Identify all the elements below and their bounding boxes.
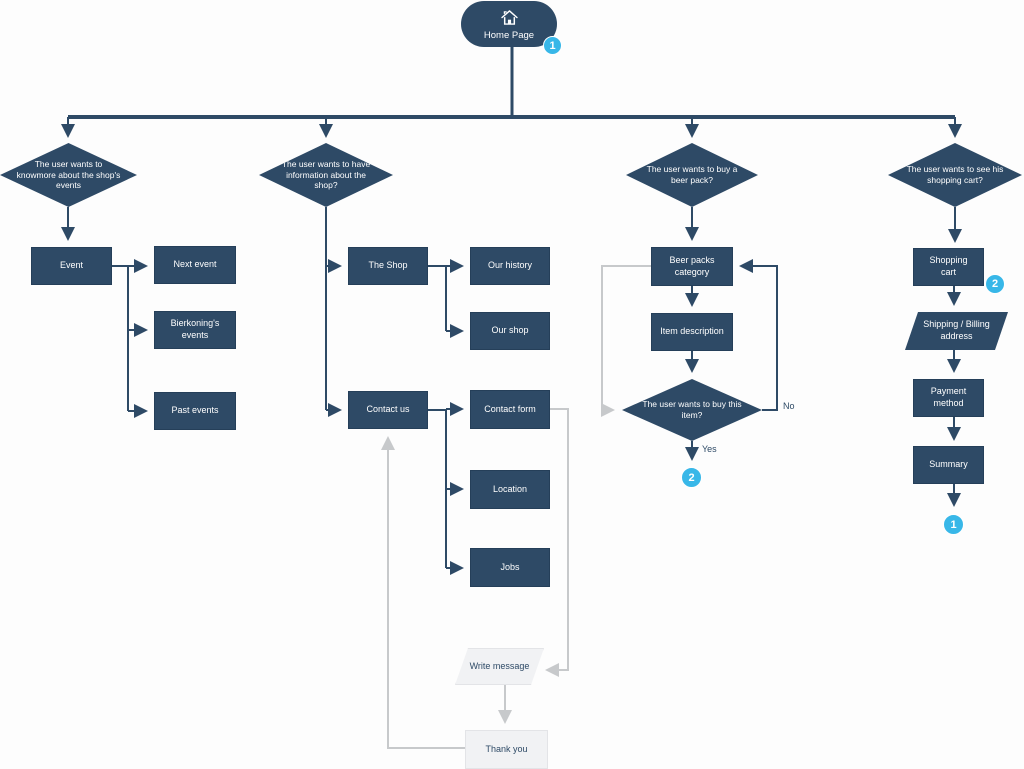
node-summary: Summary	[913, 446, 984, 484]
home-page-label: Home Page	[483, 30, 535, 41]
edge-label-yes: Yes	[702, 444, 717, 454]
node-contact-form: Contact form	[470, 390, 550, 429]
step-badge-home: 1	[543, 36, 562, 55]
node-our-shop: Our shop	[470, 312, 550, 350]
decision-shop-info: The user wants to have information about…	[259, 143, 393, 207]
node-shipping-billing-address: Shipping / Billing address	[905, 312, 1008, 350]
node-our-history: Our history	[470, 247, 550, 285]
node-jobs: Jobs	[470, 548, 550, 587]
decision-events: The user wants to knowmore about the sho…	[0, 143, 137, 207]
node-next-event: Next event	[154, 246, 236, 284]
node-contact-us: Contact us	[348, 391, 428, 429]
step-badge-buy-yes: 2	[681, 467, 702, 488]
step-badge-shopping-cart: 2	[985, 274, 1005, 294]
node-bierkonings-events: Bierkoning's events	[154, 311, 236, 349]
edge-label-no: No	[783, 401, 795, 411]
node-shopping-cart: Shopping cart	[913, 248, 984, 286]
node-event: Event	[31, 247, 112, 285]
node-item-description: Item description	[651, 313, 733, 351]
step-badge-flow-end: 1	[943, 514, 964, 535]
node-past-events: Past events	[154, 392, 236, 430]
node-payment-method: Payment method	[913, 379, 984, 417]
node-location: Location	[470, 470, 550, 509]
decision-shopping-cart: The user wants to see his shopping cart?	[888, 143, 1022, 207]
decision-buy-item: The user wants to buy this item?	[622, 379, 762, 441]
node-write-message: Write message	[455, 648, 544, 685]
node-beer-packs-category: Beer packs category	[651, 247, 733, 286]
node-the-shop: The Shop	[348, 247, 428, 285]
decision-buy-pack: The user wants to buy a beer pack?	[626, 143, 758, 207]
node-thank-you: Thank you	[465, 730, 548, 769]
home-page-node: Home Page	[461, 1, 557, 47]
home-icon	[500, 10, 518, 25]
